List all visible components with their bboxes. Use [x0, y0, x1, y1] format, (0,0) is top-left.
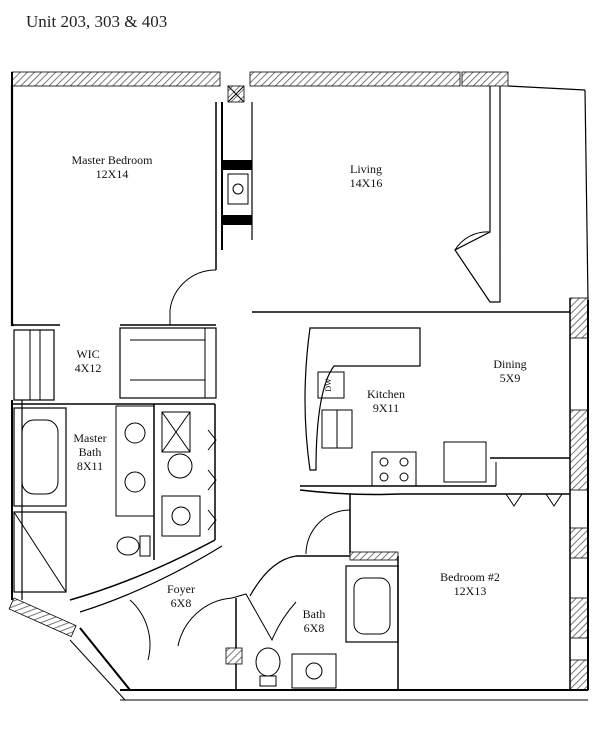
column [221, 85, 253, 250]
living-label: Living [350, 162, 382, 176]
living-size: 14X16 [350, 176, 383, 190]
foyer-label: Foyer [167, 582, 195, 596]
wic-label: WIC [76, 347, 99, 361]
master-bath-label-line2: Bath [79, 445, 102, 459]
bedroom2-size: 12X13 [454, 584, 487, 598]
dishwasher-label: DW [324, 378, 333, 392]
interior-walls [12, 86, 570, 690]
window-right-2 [569, 409, 589, 491]
window-top-right [461, 71, 509, 87]
wic-size: 4X12 [75, 361, 102, 375]
kitchen-size: 9X11 [373, 401, 399, 415]
window-right-4 [569, 597, 589, 639]
window-right-5 [569, 659, 589, 691]
window-top-left [11, 71, 221, 87]
exterior-walls [10, 72, 589, 701]
window-right-3 [569, 527, 589, 559]
bath-label: Bath [303, 607, 326, 621]
master-bedroom-label: Master Bedroom [72, 153, 154, 167]
bath-size: 6X8 [304, 621, 325, 635]
room-labels: Master Bedroom 12X14 Living 14X16 WIC 4X… [72, 153, 527, 635]
master-bath-size: 8X11 [77, 459, 103, 473]
bedroom2-label: Bedroom #2 [440, 570, 500, 584]
dining-label: Dining [493, 357, 526, 371]
window-right-1 [569, 297, 589, 339]
dining-size: 5X9 [500, 371, 521, 385]
master-bedroom-size: 12X14 [96, 167, 129, 181]
kitchen-label: Kitchen [367, 387, 405, 401]
foyer-size: 6X8 [171, 596, 192, 610]
window-foyer [8, 597, 77, 638]
master-bath-label-line1: Master [73, 431, 106, 445]
plan-title: Unit 203, 303 & 403 [26, 12, 168, 31]
window-top-mid [249, 71, 461, 87]
